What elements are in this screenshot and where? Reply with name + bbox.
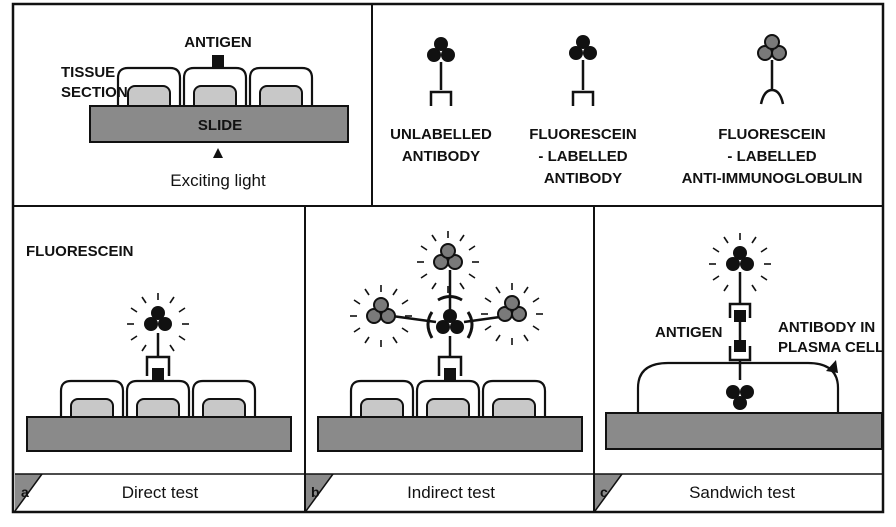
panel-b-caption-bar [305, 473, 593, 512]
exciting-light-label: Exciting light [170, 171, 266, 190]
tissue-label-line1: TISSUE [61, 64, 115, 81]
legend-unlabelled-antibody-icon [427, 37, 455, 106]
legend-unlabelled-line1: UNLABELLED [390, 126, 492, 143]
panel-b-caption: Indirect test [407, 483, 495, 502]
tissue-label-line2: SECTION [61, 84, 128, 101]
legend-unlabelled-line2: ANTIBODY [402, 148, 480, 165]
legend-fluor-ab-line2: - LABELLED [538, 148, 627, 165]
plasma-label-line1: ANTIBODY IN [778, 319, 875, 336]
plasma-label-line2: PLASMA CELL [778, 339, 884, 356]
panel-c-caption-bar [594, 473, 882, 512]
legend-fluor-ab-line1: FLUORESCEIN [529, 126, 637, 143]
antigen-square [212, 55, 224, 67]
panel-b-letter: b [311, 484, 320, 500]
panel-b-illustration [317, 230, 583, 452]
panel-a-caption-bar [14, 473, 304, 512]
legend-anti-immunoglobulin-icon [757, 34, 787, 105]
panel-a-letter: a [21, 484, 29, 500]
antigen-label: ANTIGEN [184, 34, 252, 51]
fluorescein-label: FLUORESCEIN [26, 243, 134, 260]
panel-a-caption: Direct test [122, 483, 199, 502]
tissue-section-diagram [89, 55, 349, 158]
panel-c-antigen-label: ANTIGEN [655, 324, 723, 341]
legend-anti-ig-line3: ANTI-IMMUNOGLOBULIN [682, 170, 863, 187]
panel-c-letter: c [600, 484, 608, 500]
legend-anti-ig-line2: - LABELLED [727, 148, 816, 165]
legend-anti-ig-line1: FLUORESCEIN [718, 126, 826, 143]
legend-fluor-ab-line3: ANTIBODY [544, 170, 622, 187]
light-arrow-icon [213, 148, 223, 158]
slide-label: SLIDE [198, 117, 242, 134]
outer-frame [11, 2, 885, 514]
panel-a-illustration [26, 292, 292, 452]
panel-c-caption: Sandwich test [689, 483, 795, 502]
slide [89, 105, 349, 143]
legend-fluorescein-antibody-icon [569, 35, 597, 106]
panel-c-illustration [605, 232, 883, 450]
